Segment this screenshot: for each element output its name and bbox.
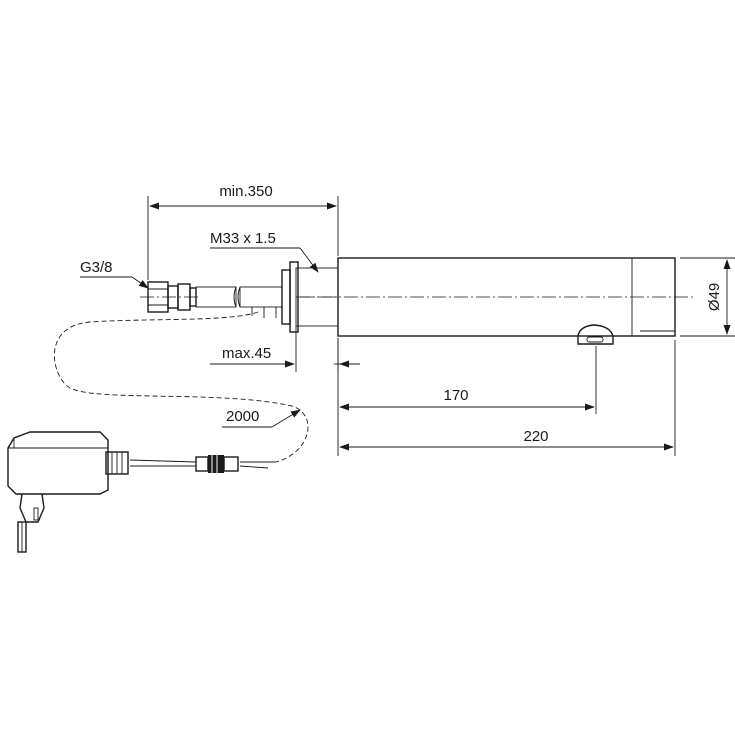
g38-fitting: [140, 281, 200, 313]
dim-max-wall-label: max.45: [222, 345, 271, 362]
power-cable: 2000: [54, 311, 309, 469]
dim-min-length-label: min.350: [219, 183, 272, 200]
power-adapter: [7, 431, 129, 553]
flex-hose: [195, 286, 283, 318]
aerator-outlet: [577, 324, 614, 345]
dim-diameter: Ø49: [680, 257, 735, 337]
dim-diameter-label: Ø49: [706, 283, 723, 311]
cable-connector: [195, 455, 239, 473]
spout-body: [300, 257, 695, 337]
dim-total-length-label: 220: [523, 428, 548, 445]
dim-connection: G3/8: [80, 259, 149, 289]
dim-total-length: 220: [339, 340, 676, 456]
dim-sensor-distance: 170: [337, 340, 597, 456]
mounting-thread: [281, 261, 339, 333]
dim-thread: M33 x 1.5: [210, 230, 319, 273]
dim-connection-label: G3/8: [80, 259, 113, 276]
dim-thread-label: M33 x 1.5: [210, 230, 276, 247]
dim-sensor-distance-label: 170: [443, 387, 468, 404]
dim-max-wall: max.45: [210, 326, 360, 372]
dim-cable-length-label: 2000: [226, 408, 259, 425]
dim-min-length: min.350: [147, 183, 339, 280]
